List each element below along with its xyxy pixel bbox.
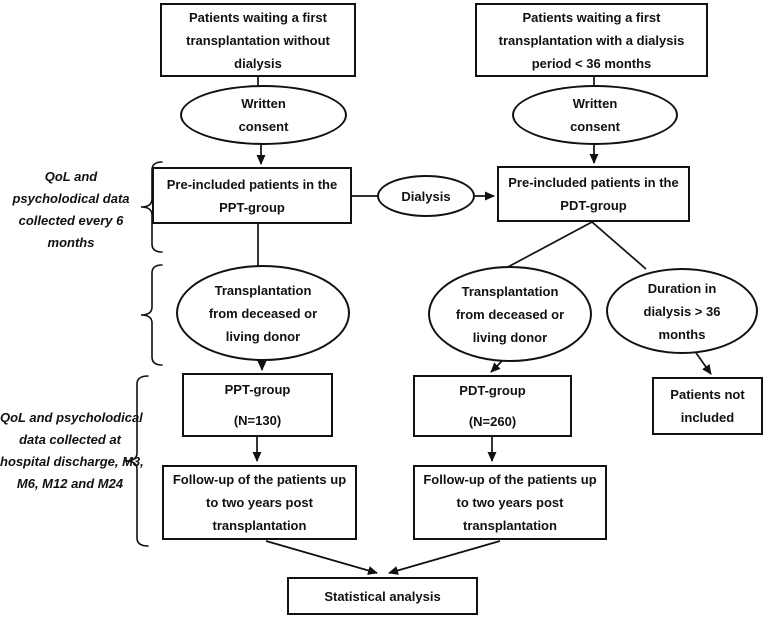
label-qol-every-6-months: QoL and psycholodical data collected eve… xyxy=(5,166,137,254)
label-line: hospital discharge, M3, xyxy=(0,454,144,469)
box-text-line: transplantation xyxy=(463,518,557,533)
box-text-line: PDT-group xyxy=(459,383,526,398)
box-followup-pdt: Follow-up of the patients up to two year… xyxy=(413,465,607,540)
box-text-line: PDT-group xyxy=(560,198,627,213)
ellipse-dialysis: Dialysis xyxy=(377,175,475,217)
label-line: QoL and psycholodical xyxy=(0,410,143,425)
box-text-line: Follow-up of the patients up xyxy=(172,472,347,487)
ellipse-text-line: Written xyxy=(572,96,618,111)
box-patients-not-included: Patients not included xyxy=(652,377,763,435)
box-text-line: dialysis xyxy=(234,55,282,71)
ellipse-text-line: months xyxy=(658,326,706,342)
label-line: collected every 6 xyxy=(18,213,124,228)
connector-pdtpre-duration xyxy=(591,221,647,270)
ellipse-text-line: Transplantation xyxy=(214,282,312,298)
box-preincluded-ppt: Pre-included patients in the PPT-group xyxy=(152,167,352,224)
brace-every6-bottom xyxy=(140,264,163,366)
box-text-line: Statistical analysis xyxy=(324,588,441,604)
box-text-line: to two years post xyxy=(206,495,313,510)
connector-pdtpre-transplant xyxy=(505,221,593,269)
ellipse-written-consent-right: Written consent xyxy=(512,85,678,145)
label-line: months xyxy=(47,235,95,250)
ellipse-text-line: Dialysis xyxy=(401,188,451,204)
ellipse-duration-dialysis-gt36: Duration in dialysis > 36 months xyxy=(606,268,758,354)
box-followup-ppt: Follow-up of the patients up to two year… xyxy=(162,465,357,540)
ellipse-text-line: living donor xyxy=(472,329,548,345)
box-patients-waiting-dialysis-lt36: Patients waiting a first transplantation… xyxy=(475,3,708,77)
label-qol-hospital-discharge: QoL and psycholodical data collected at … xyxy=(0,407,144,495)
box-text-line: Follow-up of the patients up xyxy=(423,472,597,487)
brace-discharge xyxy=(124,375,149,547)
box-statistical-analysis: Statistical analysis xyxy=(287,577,478,615)
box-ppt-group-n130: PPT-group (N=130) xyxy=(182,373,333,437)
ellipse-text-line: consent xyxy=(238,119,289,134)
box-patients-waiting-no-dialysis: Patients waiting a first transplantation… xyxy=(160,3,356,77)
label-line: QoL and xyxy=(44,169,98,184)
box-text-line: (N=260) xyxy=(468,414,517,429)
ellipse-written-consent-left: Written consent xyxy=(180,85,347,145)
box-text-line: included xyxy=(680,410,735,425)
label-line: M6, M12 and M24 xyxy=(16,476,124,491)
arrow-duration-notincluded xyxy=(693,349,712,375)
box-text-line: transplantation xyxy=(212,518,307,533)
brace-every6-top xyxy=(140,161,163,253)
arrow-pdtfollowup-statistical xyxy=(388,540,501,575)
box-text-line: Patients not xyxy=(670,387,745,402)
box-text-line: period < 36 months xyxy=(531,55,652,71)
ellipse-text-line: from deceased or xyxy=(208,305,318,321)
box-text-line: Pre-included patients in the xyxy=(166,176,338,192)
box-text-line: (N=130) xyxy=(233,413,282,428)
box-text-line: transplantation without xyxy=(186,32,330,48)
label-line: data collected at xyxy=(19,432,121,447)
box-text-line: Patients waiting a first xyxy=(522,9,661,25)
ellipse-text-line: Duration in xyxy=(647,280,717,296)
box-text-line: to two years post xyxy=(456,495,564,510)
ellipse-text-line: from deceased or xyxy=(455,306,565,322)
ellipse-text-line: Transplantation xyxy=(461,283,559,299)
ellipse-text-line: dialysis > 36 xyxy=(643,303,721,319)
label-line: psycholodical data xyxy=(12,191,130,206)
box-text-line: Pre-included patients in the xyxy=(508,175,679,190)
arrow-pptfollowup-statistical xyxy=(265,540,378,575)
box-pdt-group-n260: PDT-group (N=260) xyxy=(413,375,572,437)
box-preincluded-pdt: Pre-included patients in the PDT-group xyxy=(497,166,690,222)
ellipse-text-line: Written xyxy=(241,96,286,111)
ellipse-text-line: consent xyxy=(570,119,620,134)
box-text-line: PPT-group xyxy=(219,199,285,215)
ellipse-text-line: living donor xyxy=(225,328,301,344)
box-text-line: PPT-group xyxy=(224,382,291,397)
ellipse-transplantation-left: Transplantation from deceased or living … xyxy=(176,265,350,361)
box-text-line: Patients waiting a first xyxy=(189,9,327,25)
ellipse-transplantation-mid: Transplantation from deceased or living … xyxy=(428,266,592,362)
box-text-line: transplantation with a dialysis xyxy=(498,32,685,48)
